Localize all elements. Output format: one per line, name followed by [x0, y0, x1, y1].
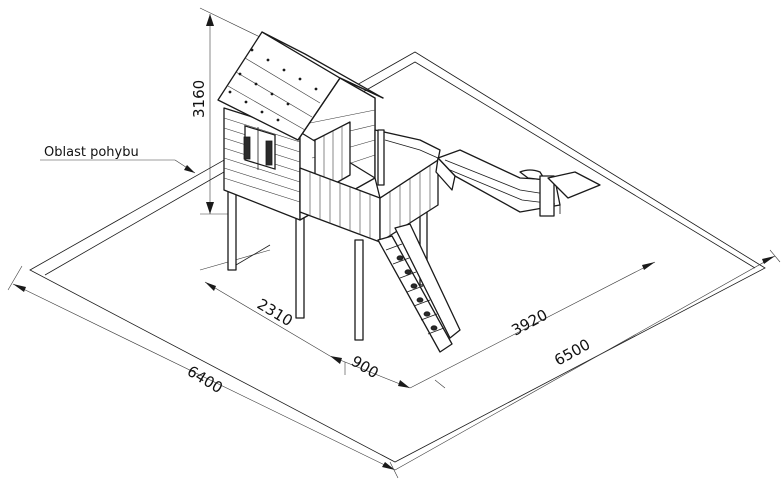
- dimension-lines: [7, 7, 781, 479]
- dim-depth-left: 2310: [254, 295, 296, 330]
- slide: [435, 149, 601, 217]
- playhouse: [217, 31, 441, 341]
- label-oblast-pohybu: Oblast pohybu: [44, 145, 139, 160]
- dim-height: 3160: [190, 80, 208, 118]
- dim-ladder-width: 900: [348, 352, 382, 382]
- dim-area-length: 6500: [551, 335, 593, 369]
- dim-area-width: 6400: [184, 362, 226, 397]
- dim-slide-run: 3920: [508, 306, 550, 340]
- climbing-ladder: [377, 223, 461, 353]
